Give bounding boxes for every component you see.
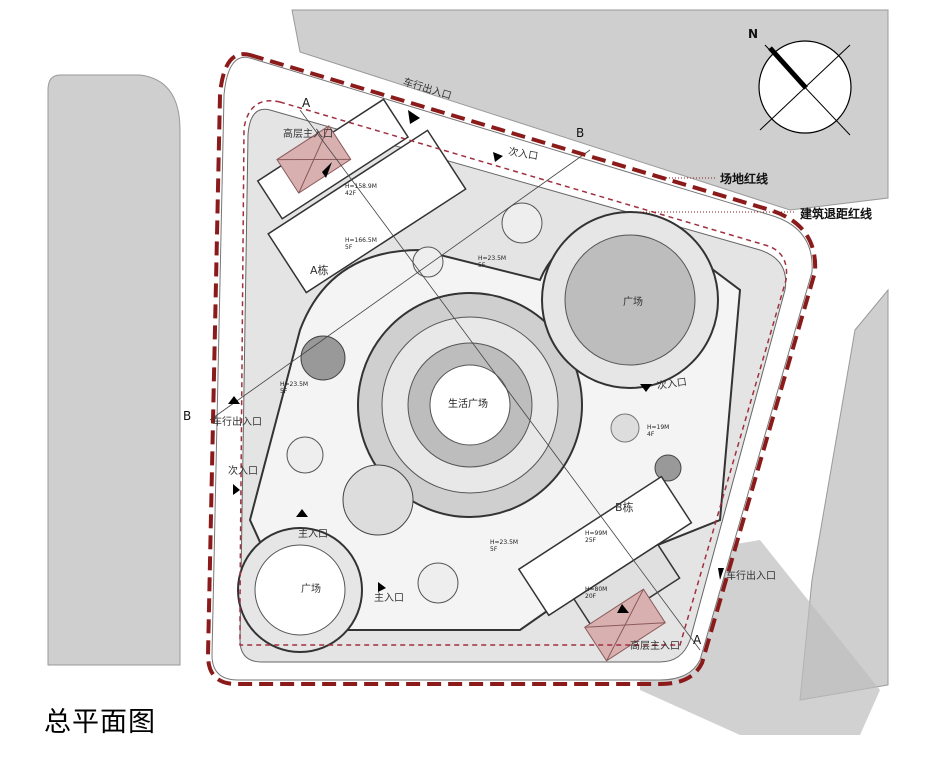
label-a-tower-height: H=158.9M 42F	[345, 183, 377, 198]
label-building-b: B栋	[615, 501, 634, 514]
section-mark-a-top: A	[302, 96, 311, 110]
section-mark-b-top: B	[576, 126, 585, 140]
site-red-line	[205, 52, 818, 686]
drawing-title: 总平面图	[44, 707, 156, 738]
setback-red-line	[239, 100, 788, 646]
skylight	[286, 436, 324, 474]
label-top-podium-height: H=23.5M 5F	[478, 255, 507, 270]
plaza-right-inner	[564, 234, 696, 366]
plaza-left-inner	[254, 544, 346, 636]
label-building-a: A栋	[310, 264, 329, 277]
compass-icon	[758, 40, 852, 136]
label-plaza-right: 广场	[623, 297, 643, 308]
label-main-entrance-bottom: 主入口	[374, 593, 404, 604]
label-a-podium-height: H=166.5M 5F	[345, 237, 377, 252]
skylight	[342, 464, 414, 536]
skylight	[610, 413, 640, 443]
label-highrise-entrance-top: 高层主入口	[283, 129, 333, 140]
section-line-a	[299, 109, 701, 651]
section-mark-b-left: B	[183, 409, 192, 423]
label-plaza-left: 广场	[301, 584, 321, 595]
entrance-arrows	[228, 110, 724, 613]
label-secondary-entrance-left: 次入口	[228, 466, 258, 477]
building-b	[517, 475, 693, 634]
label-highrise-entrance-bottom: 高层主入口	[630, 641, 680, 652]
label-vehicle-entrance-left: 车行出入口	[212, 417, 262, 428]
skylight	[417, 562, 459, 604]
grid-skylight	[300, 335, 346, 381]
legend-site-line: 场地红线	[720, 172, 769, 186]
label-b-tower-height: H=99M 25F	[585, 530, 608, 545]
label-vehicle-entrance-right: 车行出入口	[726, 571, 776, 582]
central-plaza-core	[429, 364, 511, 446]
label-b-tower2-height: H=80M 20F	[585, 586, 608, 601]
left-city-block	[47, 74, 181, 666]
legend-setback-line: 建筑退距红线	[800, 207, 873, 221]
section-mark-a-bottom: A	[693, 633, 702, 647]
skylight	[501, 202, 543, 244]
highrise-entrance-a	[276, 125, 352, 194]
label-right-podium-height: H=19M 4F	[647, 424, 670, 439]
label-left-podium-height: H=23.5M 5F	[280, 381, 309, 396]
label-bottom-podium-height: H=23.5M 5F	[490, 539, 519, 554]
highrise-entrance-b	[584, 588, 666, 662]
label-main-entrance-left: 主入口	[298, 529, 328, 540]
section-line-b	[209, 149, 591, 421]
top-city-block	[291, 9, 889, 211]
compass-north-label: N	[748, 27, 759, 41]
label-central-plaza: 生活广场	[448, 399, 488, 410]
grid-skylight	[654, 454, 682, 482]
